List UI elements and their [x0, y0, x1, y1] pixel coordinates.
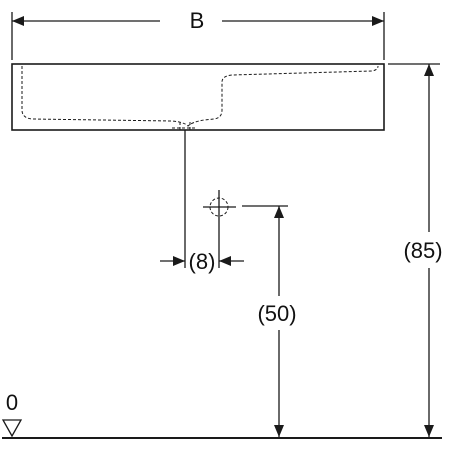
width-dimension: B — [11, 8, 385, 60]
offset-label: (8) — [189, 249, 216, 274]
washbasin-outline — [11, 63, 385, 131]
basin-body — [11, 63, 385, 131]
width-arrow-left — [12, 16, 24, 26]
width-label: B — [190, 8, 205, 33]
wall-outlet-symbol — [203, 190, 236, 224]
total-height-arrow-bottom — [424, 425, 434, 437]
total-height-dimension: (85) — [388, 63, 443, 437]
floor-reference: 0 — [1, 390, 442, 439]
drain-height-arrow-bottom — [274, 425, 284, 437]
total-height-label: (85) — [403, 238, 442, 263]
offset-dimension: (8) — [160, 249, 244, 274]
floor-level-label: 0 — [6, 390, 18, 415]
drain-height-dimension: (50) — [242, 205, 297, 437]
offset-arrow-right — [219, 256, 231, 266]
drain-height-arrow-top — [274, 206, 284, 218]
total-height-arrow-top — [424, 64, 434, 76]
offset-arrow-left — [173, 256, 185, 266]
level-marker-icon — [1, 419, 23, 438]
basin-hidden-contour — [21, 65, 379, 127]
width-arrow-right — [372, 16, 384, 26]
drain-height-label: (50) — [257, 301, 296, 326]
